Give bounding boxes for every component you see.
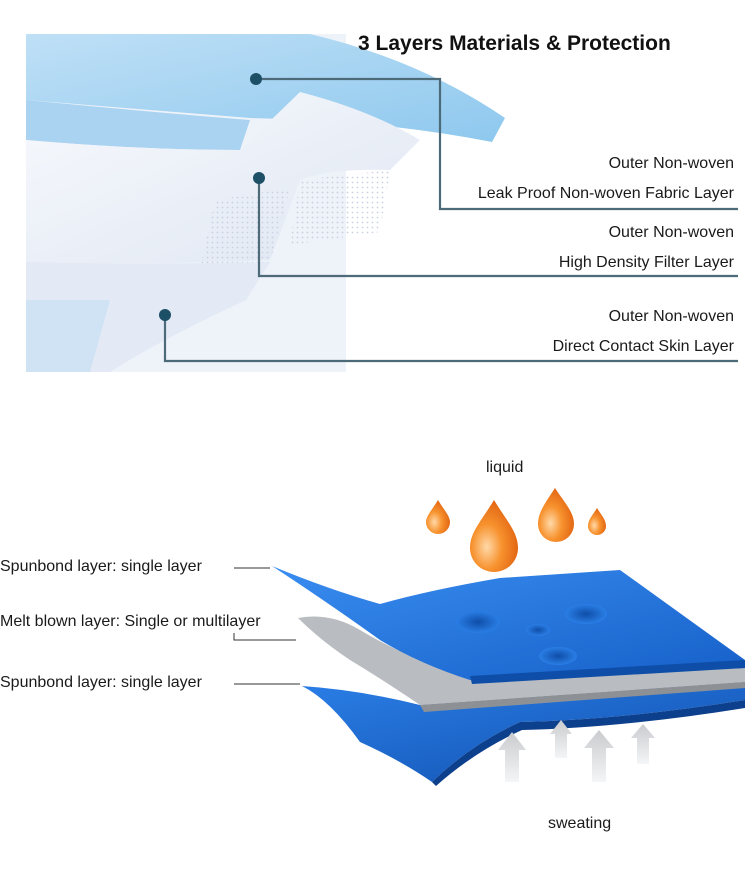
leader-line-1 [256, 77, 738, 211]
up-arrow-icon [498, 732, 526, 782]
droplet-icon [470, 500, 518, 572]
layer-2-description: High Density Filter Layer [558, 254, 734, 271]
droplet-icon [538, 488, 574, 542]
leader-dot-3 [159, 309, 171, 321]
spunbond-top-label: Spunbond layer: single layer [0, 558, 202, 575]
mask-fabric-illustration [26, 34, 738, 372]
layer-2-material: Outer Non-woven [608, 224, 734, 241]
spunbond-bottom-label: Spunbond layer: single layer [0, 674, 202, 691]
leader-line-melt-blown [233, 633, 296, 641]
melt-blown-label: Melt blown layer: Single or multilayer [0, 613, 261, 630]
layer-1-material: Outer Non-woven [608, 155, 734, 172]
diagram-title: 3 Layers Materials & Protection [358, 32, 671, 55]
droplet-icon [426, 500, 450, 534]
inner-spunbond-layer-shape [302, 682, 745, 782]
filter-layer-shape [26, 92, 420, 264]
pore-icon [526, 624, 550, 636]
leader-dot-2 [253, 172, 265, 184]
layer-1-description: Leak Proof Non-woven Fabric Layer [477, 185, 734, 202]
up-arrow-icon [550, 720, 572, 758]
leader-dot-1 [250, 73, 262, 85]
layer-3-description: Direct Contact Skin Layer [552, 338, 734, 355]
layer-3-material: Outer Non-woven [608, 308, 734, 325]
outer-layer-shape [26, 34, 505, 142]
up-arrow-icon [631, 724, 655, 764]
sweating-label: sweating [548, 815, 612, 832]
up-arrow-icon [584, 730, 614, 782]
pore-icon [539, 647, 577, 665]
pore-icon [456, 611, 500, 633]
liquid-label: liquid [486, 459, 524, 476]
leader-line-3 [163, 315, 738, 363]
leader-line-2 [257, 178, 738, 278]
outer-spunbond-layer-shape [272, 566, 745, 680]
droplet-icon [588, 508, 606, 535]
pore-icon [565, 604, 607, 624]
melt-blown-layer-shape [298, 616, 745, 705]
